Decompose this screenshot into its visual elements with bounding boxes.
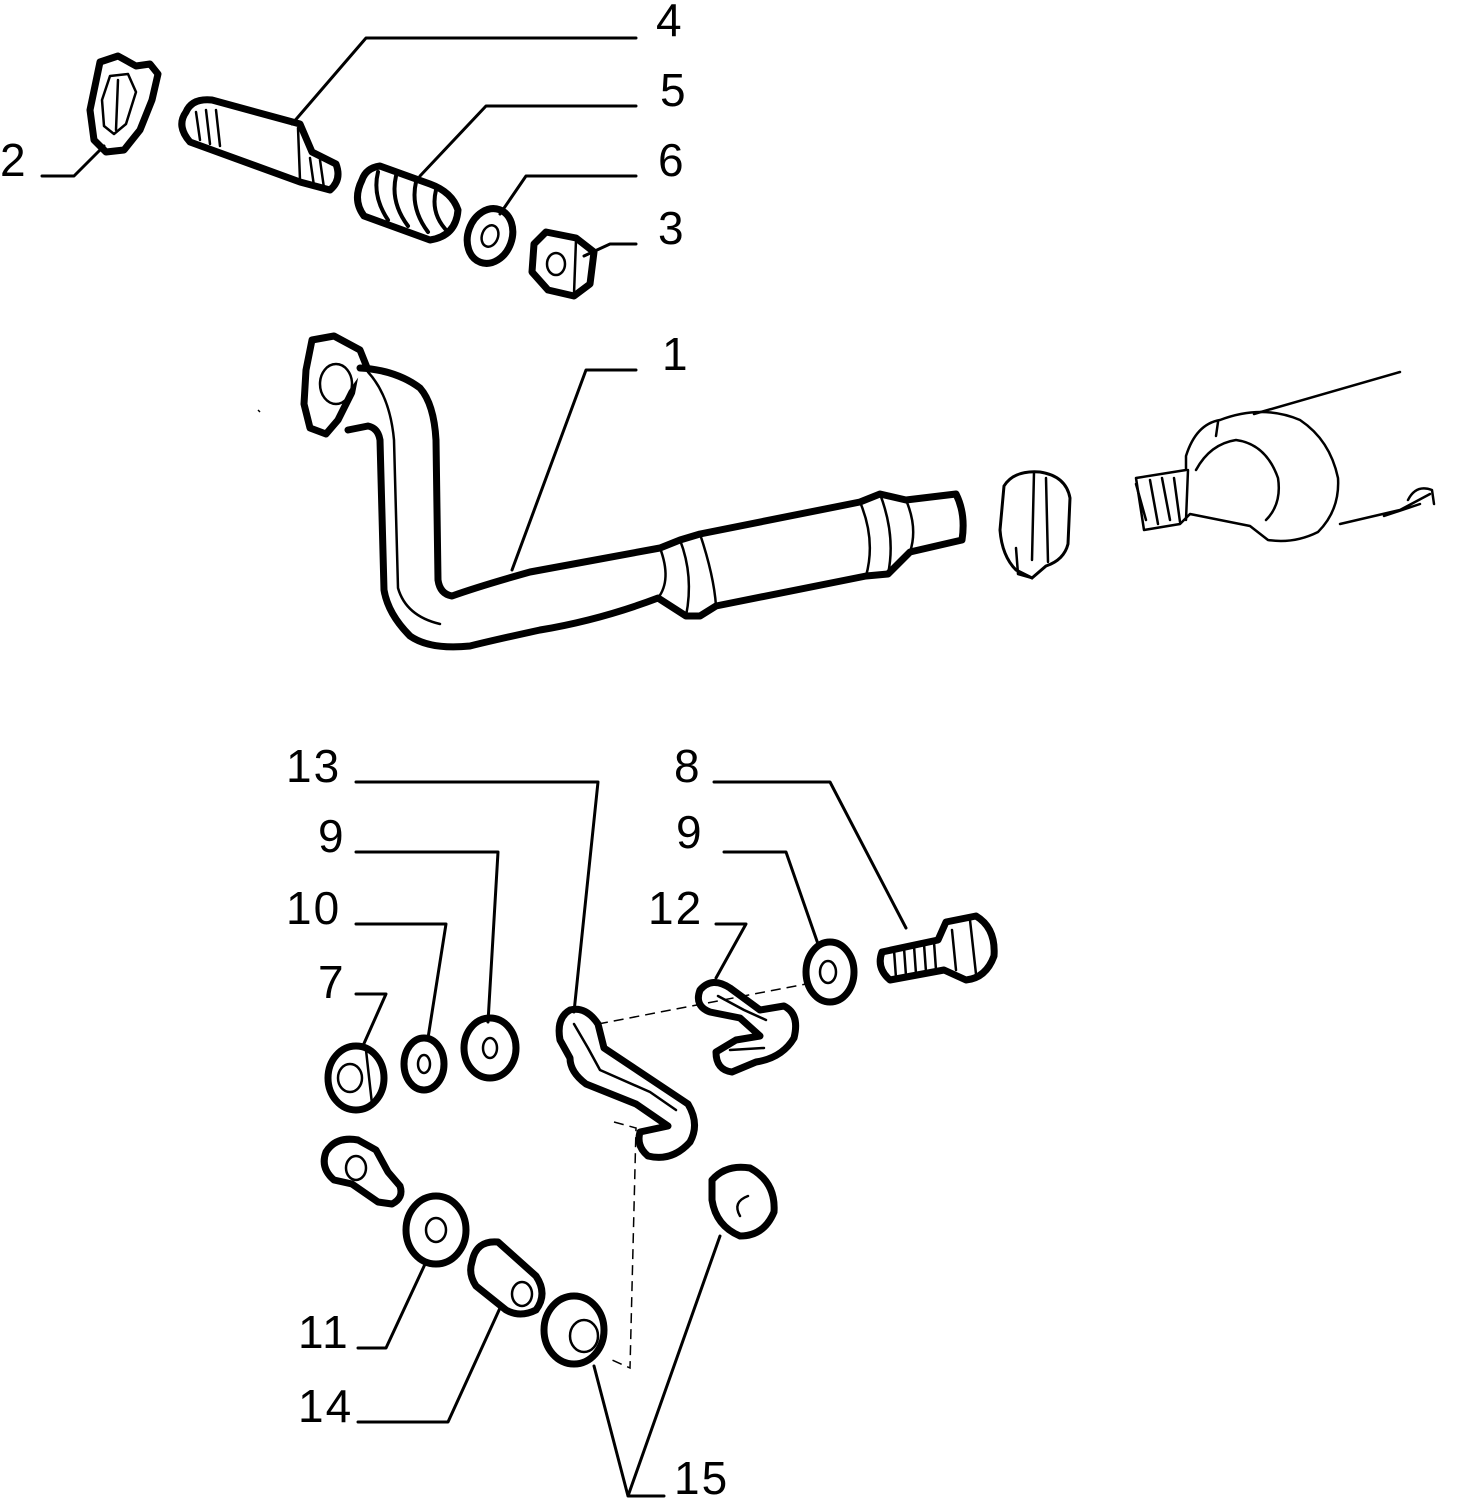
part-1-exhaust-pipe [300, 332, 967, 651]
part-9-washer-right [802, 938, 858, 1006]
callout-10: 10 [286, 882, 341, 934]
part-3-nut [528, 228, 598, 300]
part-15-rubber-bush-upper [708, 1163, 778, 1240]
clamp-band [998, 470, 1072, 580]
callout-5: 5 [660, 64, 688, 116]
part-11-washer [402, 1192, 470, 1268]
callout-9-right: 9 [676, 806, 704, 858]
callout-3: 3 [658, 202, 686, 254]
callout-2: 2 [0, 134, 28, 186]
part-12-hanger-strap [694, 979, 800, 1076]
callout-14: 14 [298, 1380, 353, 1432]
callout-1: 1 [662, 328, 690, 380]
part-15-rubber-bush-lower [540, 1292, 608, 1368]
part-4-stud [178, 96, 342, 194]
callout-13: 13 [286, 740, 341, 792]
callout-11: 11 [298, 1306, 350, 1358]
callout-7: 7 [318, 956, 346, 1008]
part-6-washer [463, 205, 517, 267]
part-2-gasket-plate [86, 52, 162, 156]
callout-12: 12 [648, 882, 703, 934]
callout-6: 6 [658, 134, 686, 186]
assembly-guide-lines [257, 409, 807, 1370]
part-10-lock-washer [400, 1034, 448, 1094]
callout-9-left: 9 [318, 810, 346, 862]
part-15-stud-bushing [320, 1135, 405, 1208]
part-7-nut [324, 1042, 388, 1114]
callout-4: 4 [656, 0, 684, 46]
part-13-hanger-bracket [555, 1005, 698, 1161]
part-14-spacer-sleeve [467, 1238, 546, 1318]
part-8-bolt [876, 912, 998, 984]
callout-15: 15 [674, 1452, 729, 1499]
part-5-spring [354, 162, 462, 244]
leader-lines [40, 36, 908, 1498]
callout-8: 8 [674, 740, 702, 792]
part-9-washer-left [460, 1014, 520, 1082]
silencer [1134, 370, 1436, 543]
callout-labels: 1 2 3 4 5 6 13 9 10 7 8 9 12 11 14 15 [0, 0, 729, 1499]
